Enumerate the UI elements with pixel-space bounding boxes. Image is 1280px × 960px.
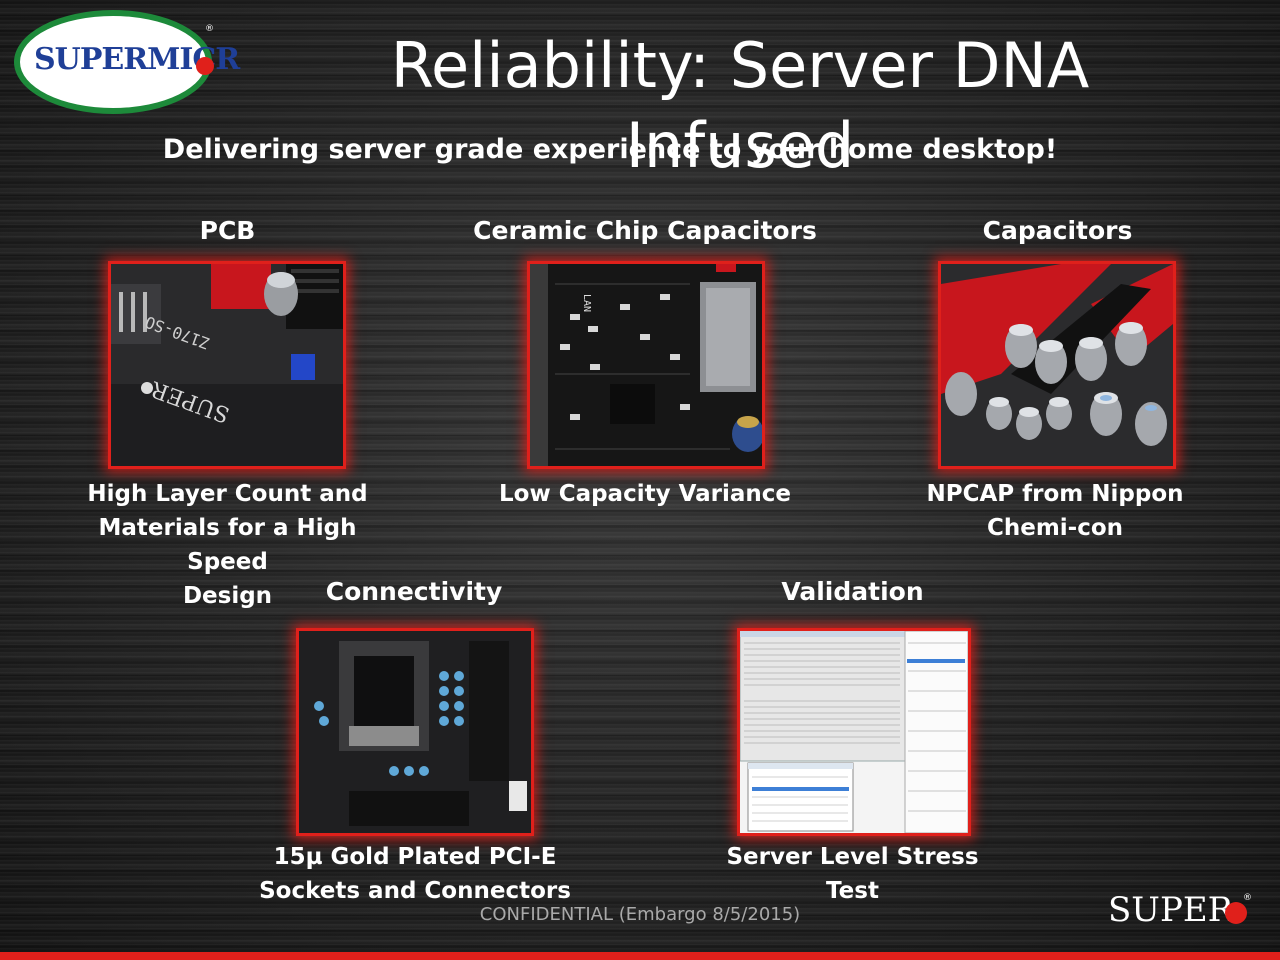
pcb-heading: PCB bbox=[199, 216, 256, 245]
connectivity-caption: 15µ Gold Plated PCI-E Sockets and Connec… bbox=[255, 840, 575, 908]
capacitors-caption-line-1: NPCAP from Nippon bbox=[926, 481, 1184, 507]
slide-subtitle: Delivering server grade experience to yo… bbox=[162, 134, 1058, 165]
connectivity-photo bbox=[296, 628, 534, 836]
validation-photo bbox=[737, 628, 971, 836]
brand-red-dot bbox=[1225, 902, 1247, 924]
capacitors-caption: NPCAP from Nippon Chemi-con bbox=[905, 477, 1205, 545]
pcb-caption-line-3: Design bbox=[182, 583, 273, 609]
logo-registered-mark: ® bbox=[205, 24, 214, 34]
connectivity-heading: Connectivity bbox=[325, 577, 503, 606]
capacitors-heading: Capacitors bbox=[982, 216, 1133, 245]
ceramic-photo: LAN bbox=[527, 261, 765, 469]
svg-text:LAN: LAN bbox=[581, 294, 592, 312]
bottom-red-bar bbox=[0, 952, 1280, 960]
ceramic-heading: Ceramic Chip Capacitors bbox=[473, 216, 817, 245]
logo-red-dot bbox=[196, 57, 214, 75]
capacitors-caption-line-2: Chemi-con bbox=[986, 515, 1124, 541]
brand-registered-mark: ® bbox=[1243, 893, 1252, 903]
supermicro-logo bbox=[14, 10, 212, 114]
slide-title: Reliability: Server DNA Infused bbox=[390, 29, 1090, 182]
ceramic-caption: Low Capacity Variance bbox=[470, 477, 820, 511]
pcb-caption-line-1: High Layer Count and bbox=[87, 481, 368, 507]
validation-caption-line-1: Server Level Stress Test bbox=[726, 844, 979, 904]
pcb-caption-line-2: Materials for a High Speed bbox=[98, 515, 357, 575]
capacitors-photo bbox=[938, 261, 1176, 469]
super-brand-text: SUPER bbox=[1108, 890, 1234, 930]
validation-heading: Validation bbox=[781, 577, 924, 606]
ceramic-caption-line-1: Low Capacity Variance bbox=[498, 481, 792, 507]
pcb-caption: High Layer Count and Materials for a Hig… bbox=[55, 477, 400, 613]
pcb-photo: Z170-SO SUPER bbox=[108, 261, 346, 469]
connectivity-caption-line-2: Sockets and Connectors bbox=[259, 878, 571, 904]
confidential-footer: CONFIDENTIAL (Embargo 8/5/2015) bbox=[479, 904, 801, 925]
connectivity-caption-line-1: 15µ Gold Plated PCI-E bbox=[273, 844, 557, 870]
validation-caption: Server Level Stress Test bbox=[700, 840, 1005, 908]
